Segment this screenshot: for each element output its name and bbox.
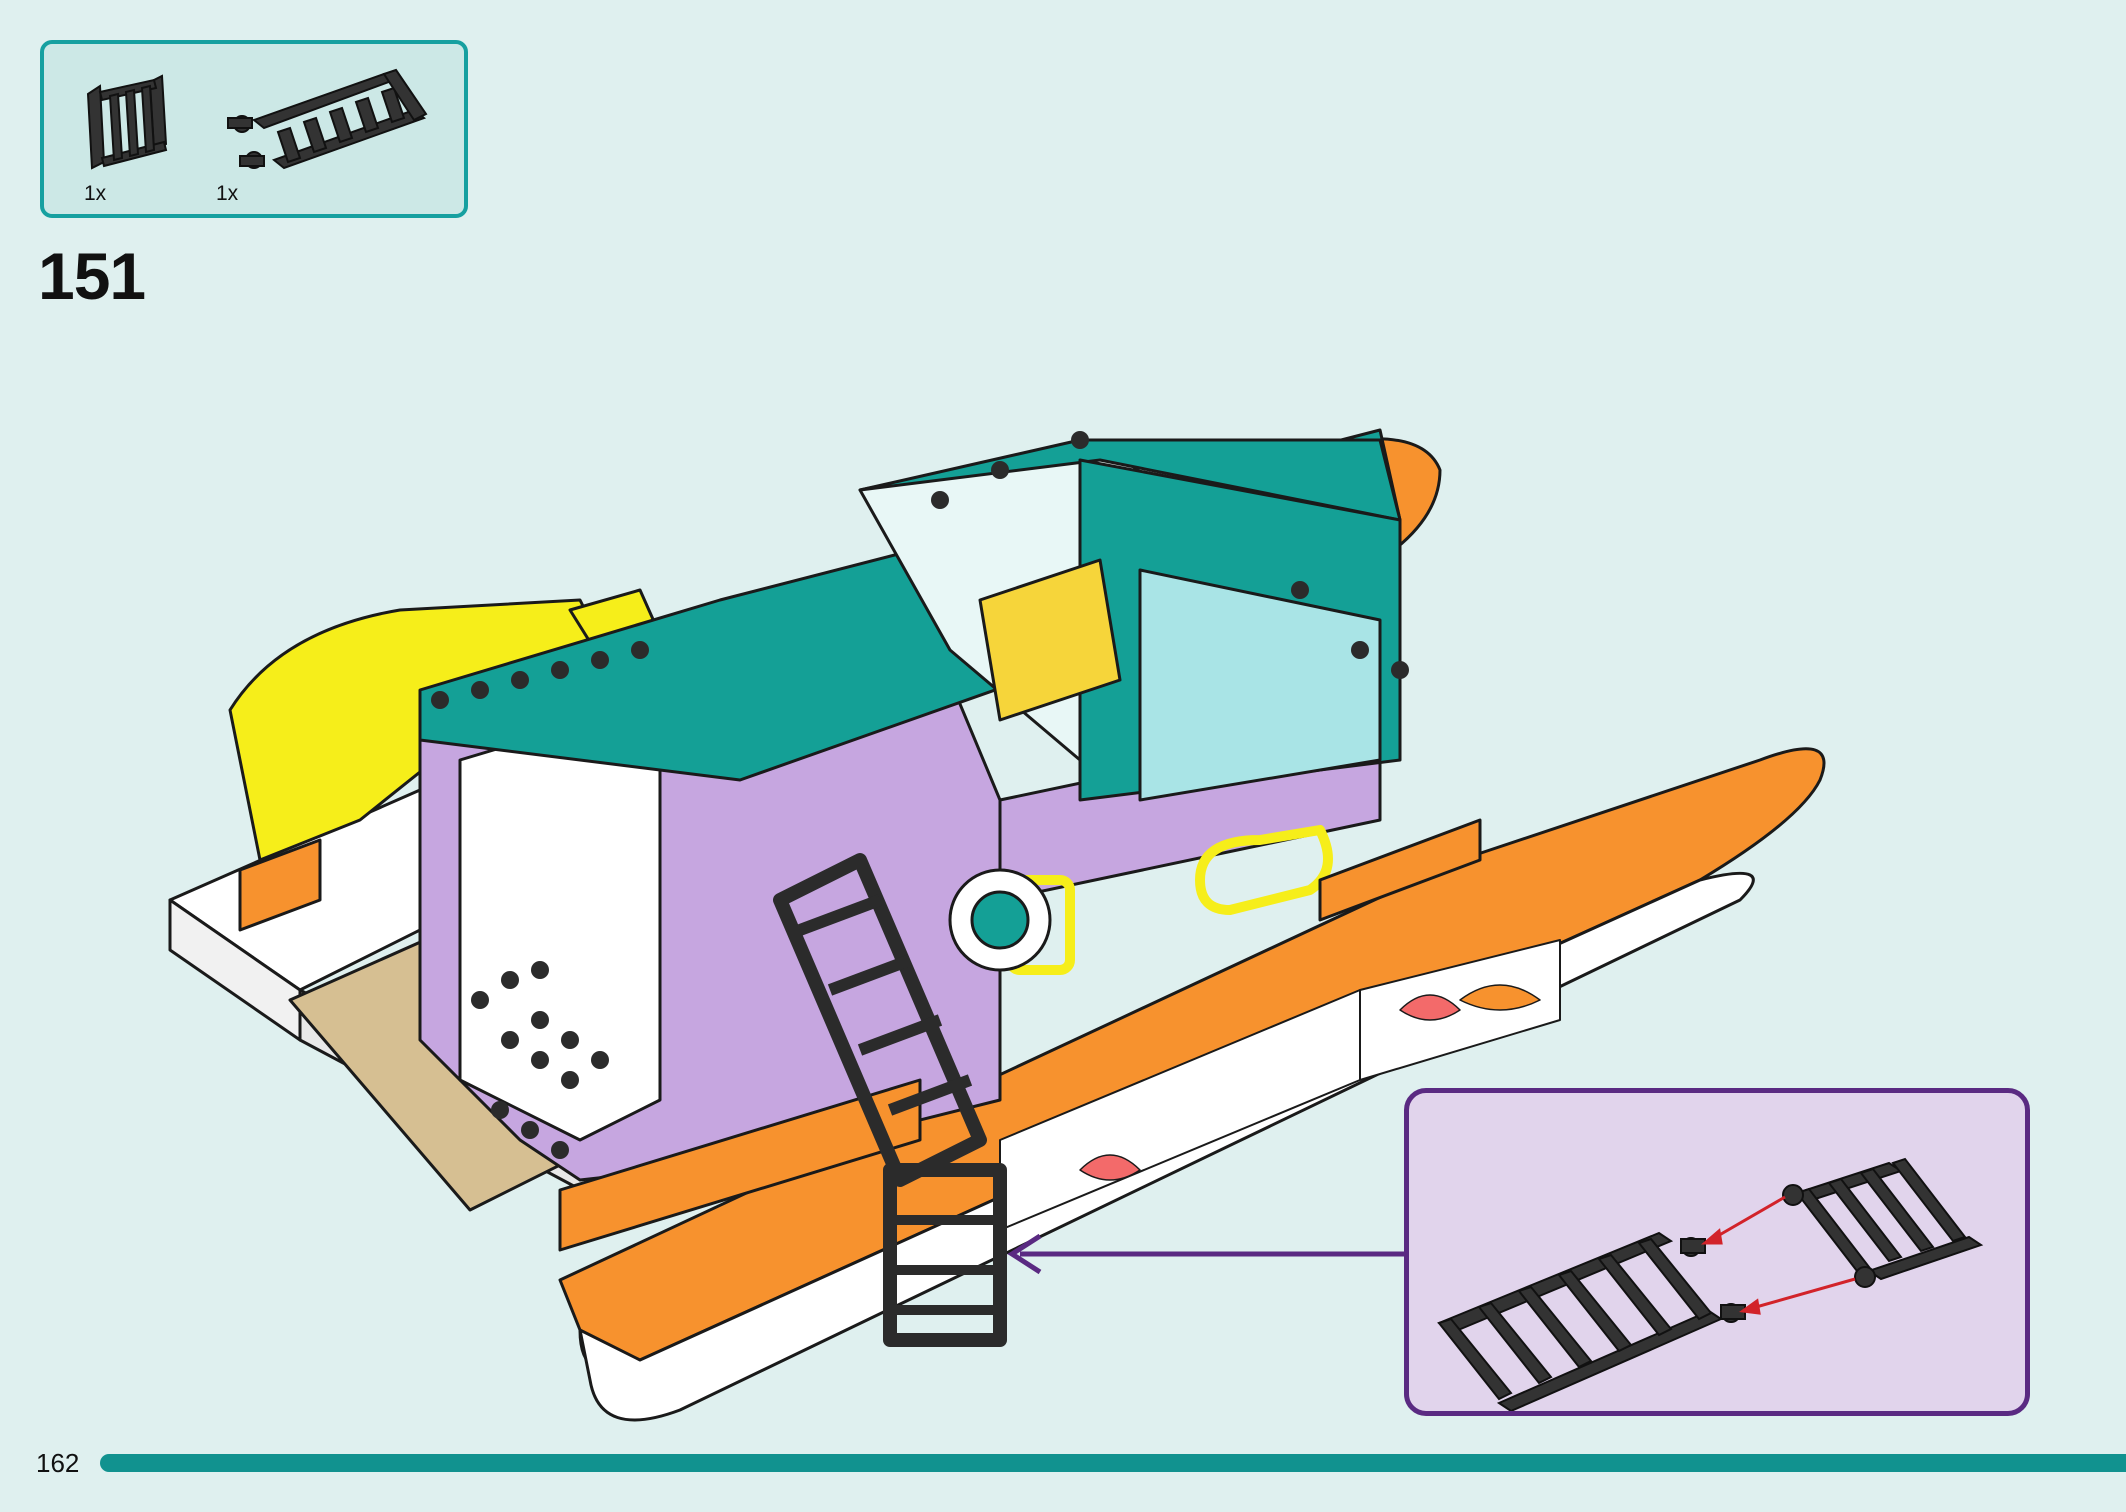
cabin-teal-roof [418, 428, 1402, 972]
front-pontoon [558, 747, 1826, 1422]
callout-pointer [1007, 1233, 1406, 1275]
long-ladder-piece-icon [227, 68, 428, 170]
step-number: 151 [38, 239, 146, 313]
parts-list-box: 1x 1x [40, 40, 468, 218]
orange-deck-strips [238, 818, 1482, 1252]
ladder-assembly-detail [1437, 1157, 1984, 1411]
footer-bar [100, 1454, 2126, 1472]
page-number: 162 [36, 1448, 80, 1478]
part-quantity: 1x [216, 182, 239, 205]
short-ladder-piece-icon [86, 74, 168, 170]
callout-detail-box [1404, 1088, 2030, 1416]
attached-black-ladder [773, 853, 1007, 1347]
part-quantity: 1x [84, 182, 107, 205]
studs [431, 431, 1409, 1159]
